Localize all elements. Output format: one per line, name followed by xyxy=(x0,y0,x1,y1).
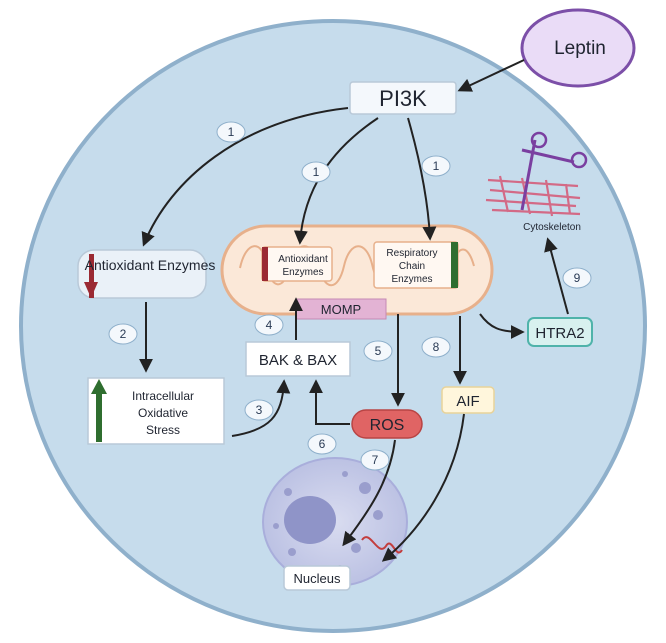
bak-bax-node: BAK & BAX xyxy=(245,341,351,377)
pi3k-node: PI3K xyxy=(349,81,457,115)
arrow-pi3k-respiratory xyxy=(407,117,437,241)
mito-antioxidant-line2: Enzymes xyxy=(282,267,323,278)
svg-text:9: 9 xyxy=(574,271,581,285)
scissors-icon xyxy=(520,131,588,211)
momp-node: MOMP xyxy=(295,298,387,320)
arrow-pi3k-antioxidant xyxy=(141,107,349,247)
respiratory-line3: Enzymes xyxy=(391,274,432,285)
arrow-leptin-pi3k xyxy=(457,59,525,92)
aif-node: AIF xyxy=(441,386,495,414)
step-badge: 3 xyxy=(244,399,274,421)
arrow-ros-nucleus xyxy=(342,439,396,547)
step-badge: 6 xyxy=(307,433,337,455)
dna-icon xyxy=(361,536,403,554)
svg-text:3: 3 xyxy=(256,403,263,417)
svg-text:4: 4 xyxy=(266,318,273,332)
svg-text:1: 1 xyxy=(433,159,440,173)
pi3k-label: PI3K xyxy=(379,86,427,111)
respiratory-chain-enzymes: Respiratory Chain Enzymes xyxy=(373,241,459,289)
arrow-stress-bakbax xyxy=(231,379,291,437)
arrow-mito-htra2 xyxy=(479,313,525,339)
stress-line2: Oxidative xyxy=(138,406,188,420)
step-badge: 5 xyxy=(363,340,393,362)
arrow-aif-nucleus xyxy=(381,413,465,562)
up-arrow-icon xyxy=(96,386,102,442)
up-arrow-icon xyxy=(451,242,458,288)
mito-antioxidant-enzymes: Antioxidant Enzymes xyxy=(261,246,333,282)
respiratory-line2: Chain xyxy=(399,261,425,272)
step-badge: 8 xyxy=(421,336,451,358)
cytoskeleton-label: Cytoskeleton xyxy=(523,222,581,233)
nucleus-label: Nucleus xyxy=(294,571,341,586)
antioxidant-enzymes-node: Antioxidant Enzymes xyxy=(77,249,216,299)
step-badges: 1 1 1 2 3 4 5 6 7 8 9 xyxy=(108,121,592,471)
aif-label: AIF xyxy=(456,393,479,410)
ros-node: ROS xyxy=(351,409,423,439)
arrows xyxy=(139,59,569,562)
oxidative-stress-node: Intracellular Oxidative Stress xyxy=(87,377,225,445)
stress-line1: Intracellular xyxy=(132,389,194,403)
htra2-node: HTRA2 xyxy=(527,317,593,347)
step-badge: 1 xyxy=(216,121,246,143)
cell-membrane xyxy=(19,19,647,633)
stress-line3: Stress xyxy=(146,423,180,437)
svg-text:6: 6 xyxy=(319,437,326,451)
momp-label: MOMP xyxy=(321,302,361,317)
antioxidant-label: Antioxidant Enzymes xyxy=(85,257,216,273)
bak-bax-label: BAK & BAX xyxy=(259,352,337,369)
step-badge: 4 xyxy=(254,314,284,336)
svg-text:1: 1 xyxy=(313,165,320,179)
step-badge: 1 xyxy=(301,161,331,183)
step-badge: 7 xyxy=(360,449,390,471)
leptin-node: Leptin xyxy=(520,8,636,88)
svg-text:8: 8 xyxy=(433,340,440,354)
arrow-ros-bakbax xyxy=(309,379,350,425)
respiratory-line1: Respiratory xyxy=(386,248,437,259)
step-badge: 9 xyxy=(562,267,592,289)
arrow-htra2-cytoskeleton xyxy=(544,237,569,315)
htra2-label: HTRA2 xyxy=(535,325,584,342)
svg-text:1: 1 xyxy=(228,125,235,139)
svg-text:5: 5 xyxy=(375,344,382,358)
step-badge: 1 xyxy=(421,155,451,177)
down-arrow-icon xyxy=(89,254,94,298)
ros-label: ROS xyxy=(370,417,405,434)
leptin-label: Leptin xyxy=(554,38,606,59)
step-badge: 2 xyxy=(108,323,138,345)
svg-text:2: 2 xyxy=(120,327,127,341)
svg-text:7: 7 xyxy=(372,453,379,467)
down-arrow-icon xyxy=(262,247,268,281)
mito-antioxidant-line1: Antioxidant xyxy=(278,254,328,265)
nucleus: Nucleus xyxy=(262,457,408,591)
